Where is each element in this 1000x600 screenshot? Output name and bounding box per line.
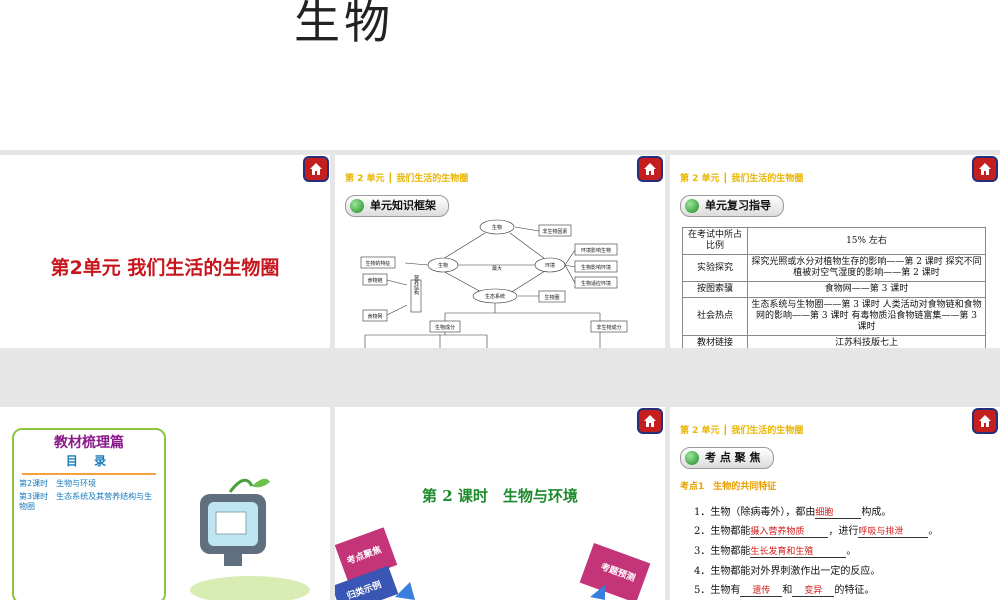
slide-knowledge-framework[interactable]: 第 2 单元 ┃ 我们生活的生物圈 单元知识框架 bbox=[335, 155, 665, 348]
node-biosphere: 生物圈 bbox=[544, 294, 559, 301]
contents-box: 教材梳理篇 目 录 第2课时 生物与环境 第3课时 生态系统及其营养结构与生物圈 bbox=[12, 428, 166, 600]
toc-link[interactable]: 第2课时 生物与环境 bbox=[19, 479, 97, 488]
slide-unit-title[interactable]: 第2单元 我们生活的生物圈 bbox=[0, 155, 330, 348]
green-dot-icon bbox=[685, 199, 699, 213]
node-foodchain: 食物链 bbox=[367, 277, 382, 284]
lesson-title: 第 2 课时 生物与环境 bbox=[422, 487, 578, 505]
slide-key-points[interactable]: 第 2 单元 ┃ 我们生活的生物圈 考 点 聚 焦 考点1 生物的共同特征 1．… bbox=[670, 407, 1000, 600]
knowledge-diagram: 生物 非生物因素 生物的特征 生物 环境 环境影响生物 生物影响环境 生物适应环… bbox=[360, 219, 628, 348]
green-dot-icon bbox=[350, 199, 364, 213]
point-line-5: 5．生物有遗传和变异的特征。 bbox=[694, 585, 875, 597]
node-structure: 营养结构 bbox=[413, 274, 419, 296]
home-icon[interactable] bbox=[305, 158, 327, 180]
contents-subtitle: 目 录 bbox=[65, 454, 113, 468]
home-icon[interactable] bbox=[974, 410, 996, 432]
home-icon[interactable] bbox=[974, 158, 996, 180]
node-foodweb: 食物网 bbox=[367, 313, 382, 320]
table-row: 实验探究探究光照或水分对植物生存的影响——第 2 课时 探究不同植被对空气湿度的… bbox=[682, 254, 986, 282]
cover-slide-bottom: 生物 bbox=[0, 0, 1000, 150]
slide-header: 第 2 单元 ┃ 我们生活的生物圈 bbox=[345, 174, 469, 184]
node-bio: 生物 bbox=[438, 262, 448, 269]
tv-illustration bbox=[190, 478, 310, 600]
point-line-1: 1．生物（除病毒外），都由细胞构成。 bbox=[694, 507, 892, 519]
table-row: 教材链接江苏科技版七上 bbox=[682, 335, 986, 348]
node-env-affect: 环境影响生物 bbox=[581, 247, 611, 254]
table-row: 社会热点生态系统与生物圈——第 3 课时 人类活动对食物链和食物网的影响——第 … bbox=[682, 297, 986, 336]
table-row: 按图索骥食物网——第 3 课时 bbox=[682, 281, 986, 298]
contents-title: 教材梳理篇 bbox=[54, 435, 124, 451]
slide-lesson-title[interactable]: 第 2 课时 生物与环境 考点聚焦 归类示例 考题预测 bbox=[335, 407, 665, 600]
node-feature: 生物的特征 bbox=[365, 260, 390, 267]
slide-header: 第 2 单元 ┃ 我们生活的生物圈 bbox=[680, 426, 804, 436]
node-nonbiocomp: 非生物成分 bbox=[596, 324, 621, 331]
node-adapt: 生物适应环境 bbox=[581, 280, 611, 287]
section-pill: 单元复习指导 bbox=[680, 195, 784, 217]
tile-kaoti[interactable]: 考题预测 bbox=[579, 543, 651, 600]
home-icon[interactable] bbox=[639, 410, 661, 432]
green-dot-icon bbox=[685, 451, 699, 465]
node-organism: 生物 bbox=[492, 224, 502, 231]
point-line-3: 3．生物都能生长发育和生殖。 bbox=[694, 546, 857, 558]
section-pill: 考 点 聚 焦 bbox=[680, 447, 774, 469]
divider bbox=[22, 473, 156, 475]
section-pill: 单元知识框架 bbox=[345, 195, 449, 217]
toc-link[interactable]: 第3课时 生态系统及其营养结构与生物圈 bbox=[19, 492, 153, 511]
node-env: 环境 bbox=[545, 262, 555, 269]
node-nonbio: 非生物因素 bbox=[542, 228, 567, 235]
slide-header: 第 2 单元 ┃ 我们生活的生物圈 bbox=[680, 174, 804, 184]
unit-title: 第2单元 我们生活的生物圈 bbox=[50, 257, 280, 279]
point-line-2: 2．生物都能摄入营养物质，进行呼吸与排泄。 bbox=[694, 526, 939, 538]
node-biocomp: 生物成分 bbox=[435, 324, 455, 331]
nav-tiles: 考点聚焦 归类示例 考题预测 bbox=[335, 527, 651, 600]
point-line-4: 4．生物都能对外界刺激作出一定的反应。 bbox=[694, 566, 881, 577]
node-ecosystem: 生态系统 bbox=[485, 293, 505, 300]
cover-title: 生物 bbox=[294, 0, 394, 49]
node-center: 最大 bbox=[492, 265, 502, 272]
node-bio-affect: 生物影响环境 bbox=[581, 264, 611, 271]
slide-contents[interactable]: 教材梳理篇 目 录 第2课时 生物与环境 第3课时 生态系统及其营养结构与生物圈 bbox=[0, 407, 330, 600]
home-icon[interactable] bbox=[639, 158, 661, 180]
point-title: 考点1 生物的共同特征 bbox=[680, 482, 777, 492]
tile-guilei[interactable]: 归类示例 bbox=[335, 565, 399, 600]
